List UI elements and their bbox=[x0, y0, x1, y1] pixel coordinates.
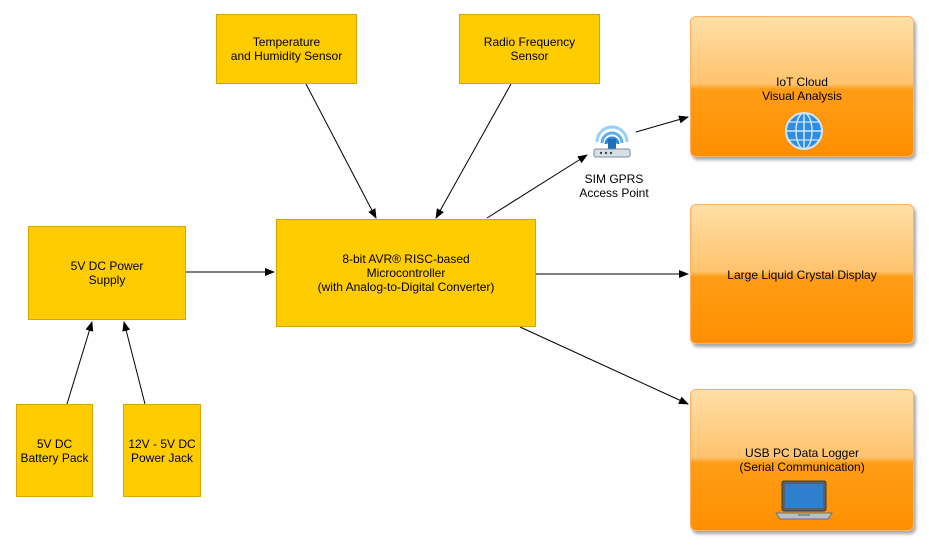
access-point-label: SIM GPRS Access Point bbox=[579, 172, 649, 200]
microcontroller-block: 8-bit AVR® RISC-based Microcontroller (w… bbox=[276, 219, 536, 327]
battery-pack-label: 5V DC Battery Pack bbox=[20, 436, 89, 465]
laptop-icon bbox=[775, 480, 833, 520]
power-supply-block: 5V DC Power Supply bbox=[28, 226, 186, 320]
power-jack-block: 12V - 5V DC Power Jack bbox=[123, 404, 201, 497]
battery-pack-block: 5V DC Battery Pack bbox=[16, 404, 93, 497]
globe-icon bbox=[785, 112, 823, 150]
arrow-jack-to-power bbox=[122, 321, 146, 405]
arrow-rf-to-mcu bbox=[435, 83, 512, 219]
lcd-label: Large Liquid Crystal Display bbox=[727, 268, 877, 282]
temperature-humidity-sensor-label: Temperature and Humidity Sensor bbox=[230, 35, 343, 63]
arrow-accesspoint-to-cloud bbox=[635, 115, 689, 133]
lcd-block: Large Liquid Crystal Display bbox=[690, 204, 914, 344]
radio-frequency-sensor-block: Radio Frequency Sensor bbox=[459, 14, 600, 84]
usb-logger-label: USB PC Data Logger (Serial Communication… bbox=[739, 446, 865, 474]
usb-logger-block: USB PC Data Logger (Serial Communication… bbox=[690, 389, 914, 531]
iot-cloud-label: IoT Cloud Visual Analysis bbox=[762, 75, 842, 103]
arrow-mcu-to-logger bbox=[519, 326, 689, 405]
microcontroller-label: 8-bit AVR® RISC-based Microcontroller (w… bbox=[317, 252, 495, 294]
arrow-mcu-to-accesspoint bbox=[486, 154, 588, 219]
radio-frequency-sensor-label: Radio Frequency Sensor bbox=[483, 35, 576, 63]
arrow-battery-to-power bbox=[66, 321, 94, 405]
temperature-humidity-sensor-block: Temperature and Humidity Sensor bbox=[216, 14, 357, 84]
power-jack-label: 12V - 5V DC Power Jack bbox=[128, 436, 196, 465]
arrow-temp-to-mcu bbox=[305, 83, 377, 219]
iot-cloud-block: IoT Cloud Visual Analysis bbox=[690, 16, 914, 157]
power-supply-label: 5V DC Power Supply bbox=[70, 259, 144, 287]
wireless-router-icon bbox=[593, 125, 631, 158]
